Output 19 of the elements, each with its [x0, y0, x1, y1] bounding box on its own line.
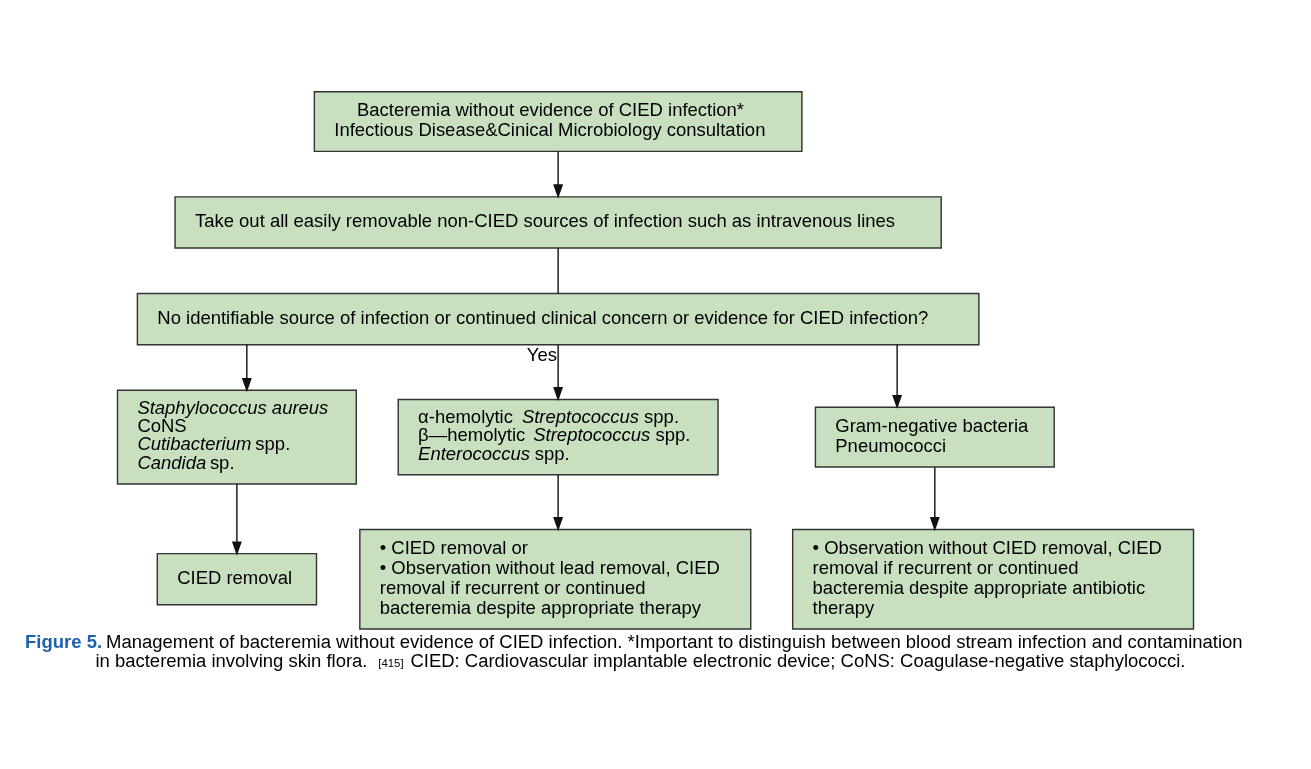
- arrow: [553, 474, 564, 532]
- node-box: Take out all easily removable non-CIED sources of infection such as intravenous lines: [174, 196, 942, 249]
- node-box: • CIED removal or • Observation without lead removal, CIED removal if recurrent or continued bacteremia despite appropriate therapy: [359, 528, 752, 630]
- arrow: [231, 483, 242, 556]
- node-box: α-hemolytic Streptococcus spp. β—hemolytic Streptococcus spp. Enterococcus spp.: [397, 398, 719, 476]
- node-box: Gram-negative bacteria Pneumococci: [814, 406, 1055, 468]
- connector: [557, 247, 559, 294]
- arrow: [553, 151, 564, 199]
- node-box: Staphylococcus aureus CoNS Cutibacterium spp. Candida sp.: [116, 389, 357, 485]
- caption: Figure 5. Management of bacteremia without evidence of CIED infection. *Important to distinguish between blood stream infection and contamination in bacteremia involving skin flora.[415] CIED: Cardiovascular implantable electronic device; CoNS: Coagulase-negative staphylococci.: [25, 631, 1243, 671]
- arrow: [929, 466, 940, 532]
- node-box: No identifiable source of infection or continued clinical concern or evidence for CIED infection?: [136, 292, 980, 346]
- arrow: [241, 344, 252, 393]
- arrow: [553, 344, 564, 402]
- node-box: • Observation without CIED removal, CIED removal if recurrent or continued bacteremia despite appropriate antibiotic therapy: [791, 528, 1195, 630]
- node-box: CIED removal: [156, 552, 318, 606]
- arrow: [892, 344, 903, 410]
- node-box: Bacteremia without evidence of CIED infection* Infectious Disease&Cinical Microbiology consultation: [313, 91, 803, 153]
- edge-label: Yes: [526, 344, 557, 366]
